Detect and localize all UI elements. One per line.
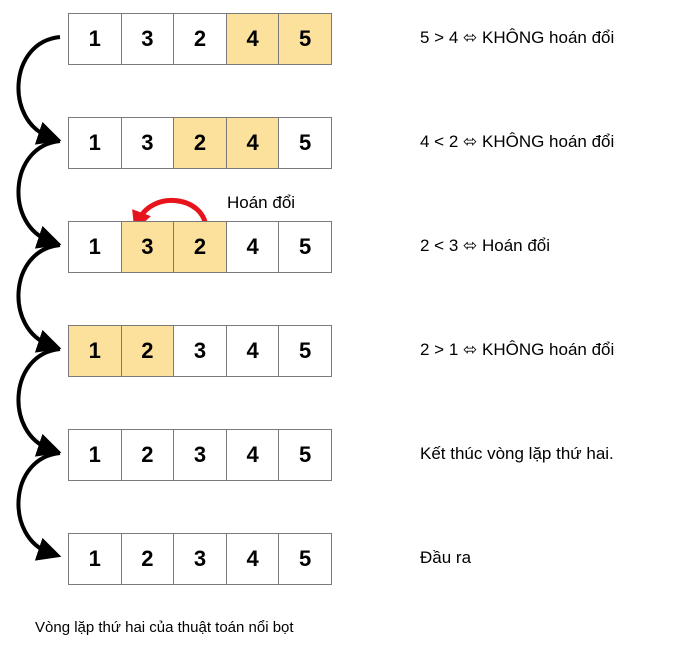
array-cell: 3: [174, 326, 227, 376]
caption: Vòng lặp thứ hai của thuật toán nổi bọt: [35, 619, 294, 636]
array-cell: 2: [121, 430, 175, 480]
array-cell: 5: [279, 534, 331, 584]
array-cell: 1: [69, 118, 122, 168]
array-cell: 5: [279, 118, 331, 168]
array-cell: 2: [174, 118, 227, 168]
array-cell: 4: [226, 222, 280, 272]
step-description: 2 > 1 ⬄ KHÔNG hoán đổi: [420, 340, 615, 359]
array-cell: 1: [69, 430, 122, 480]
array-cell: 5: [279, 14, 331, 64]
array-cell: 3: [121, 14, 175, 64]
step-description: 4 < 2 ⬄ KHÔNG hoán đổi: [420, 132, 615, 151]
step-description: Kết thúc vòng lặp thứ hai.: [420, 444, 614, 463]
step-description: 5 > 4 ⬄ KHÔNG hoán đổi: [420, 28, 615, 47]
array-cell: 4: [226, 14, 280, 64]
array-cell: 4: [226, 534, 280, 584]
swap-arrow: [132, 198, 209, 232]
array-cell: 2: [121, 326, 175, 376]
step-arrow: [16, 35, 62, 145]
array-cell: 5: [279, 430, 331, 480]
array-cell: 2: [121, 534, 175, 584]
step-arrow: [16, 347, 62, 457]
array-cell: 4: [226, 326, 280, 376]
array-cell: 3: [174, 430, 227, 480]
array-cell: 3: [121, 118, 175, 168]
array-cell: 4: [226, 430, 280, 480]
array-cell: 2: [174, 14, 227, 64]
step-arrow: [16, 451, 62, 561]
array-cell: 5: [279, 326, 331, 376]
array-cell: 3: [121, 222, 175, 272]
array-cell: 1: [69, 14, 122, 64]
array-cell: 3: [174, 534, 227, 584]
array-cell: 4: [226, 118, 280, 168]
step-description: Đầu ra: [420, 548, 472, 567]
array-cell: 5: [279, 222, 331, 272]
step-arrow: [16, 139, 62, 249]
array-cell: 1: [69, 222, 122, 272]
step-description: 2 < 3 ⬄ Hoán đổi: [420, 236, 551, 255]
swap-label: Hoán đổi: [227, 193, 296, 212]
array-cell: 2: [174, 222, 227, 272]
array-cell: 1: [69, 326, 122, 376]
step-arrow: [16, 243, 62, 353]
array-cell: 1: [69, 534, 122, 584]
